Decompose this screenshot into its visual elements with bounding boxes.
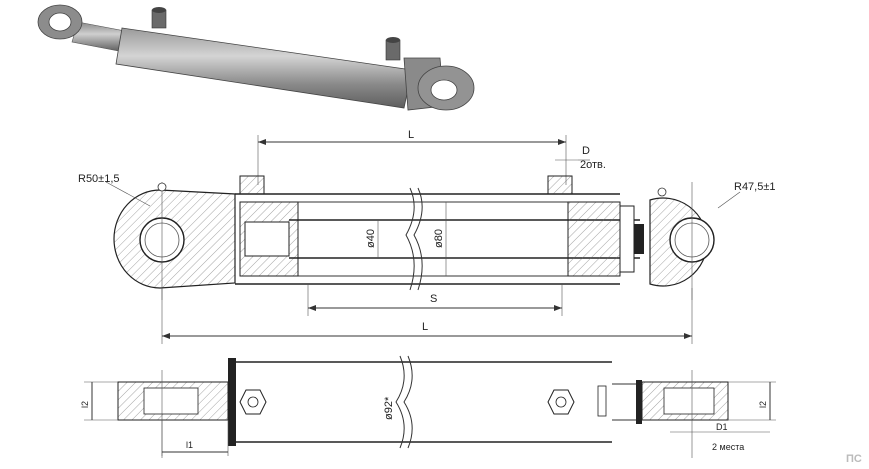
places-note: 2 места [712,442,744,452]
dim-outer-dia: ø92* [383,396,395,420]
dim-L-upper: L [408,129,414,141]
dim-bore-dia: ø80 [433,229,445,248]
dim-L-total: L [422,321,428,333]
top-view: ø92* l2 l1 l2 D1 2 места [80,355,776,458]
dim-l2-right: l2 [758,401,768,408]
dim-l1: l1 [186,440,193,450]
dim-D1: D1 [716,422,728,432]
dim-R-left: R50±1,5 [78,173,120,185]
watermark-text: ПС [846,453,862,465]
cylinder-3d-render [37,4,475,111]
dim-l2-left: l2 [80,401,90,408]
section-view: L D 2отв. R50±1,5 [78,129,776,344]
dim-D-port: D [582,145,590,157]
dim-R-right: R47,5±1 [734,181,776,193]
dim-rod-dia: ø40 [365,229,377,248]
ports-note: 2отв. [580,159,606,171]
dim-stroke: S [430,293,437,305]
watermark: ПС [846,453,862,465]
